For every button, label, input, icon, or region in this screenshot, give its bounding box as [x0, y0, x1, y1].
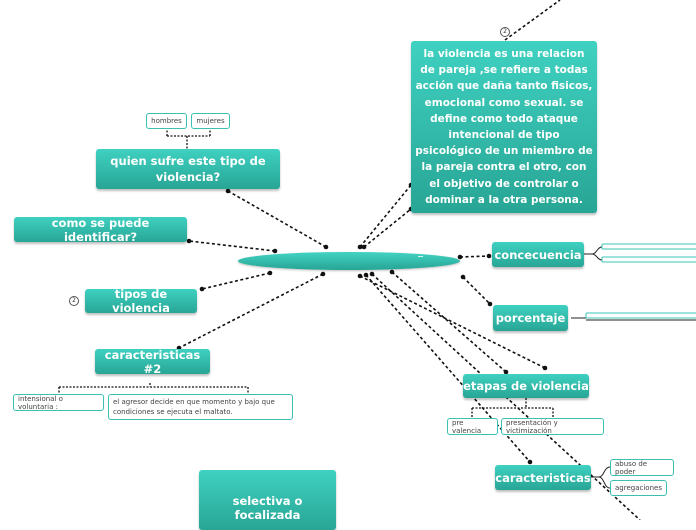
leaf-hombres[interactable]: hombres — [146, 113, 187, 129]
who-suffers-node[interactable]: quien sufre este tipo de violencia? — [96, 149, 280, 189]
leaf-agregaciones[interactable]: agregaciones — [610, 480, 667, 496]
who-suffers-label: quien sufre este tipo de violencia? — [110, 154, 266, 184]
consequence-label: concecuencia — [494, 247, 582, 262]
leaf-presentacion[interactable]: presentación y victimización — [501, 418, 604, 435]
consequence-node[interactable]: concecuencia — [492, 242, 584, 267]
leaf-intencional[interactable]: intensional o voluntaria : — [13, 394, 104, 411]
characteristics-2-label: caracteristicas #2 — [104, 347, 201, 376]
identify-node[interactable]: como se puede identificar? — [14, 215, 187, 244]
types-node[interactable]: tipos de violencia — [85, 287, 197, 315]
central-topic-mark — [418, 256, 423, 257]
percentage-node[interactable]: porcentaje — [493, 305, 568, 331]
characteristics-2-node[interactable]: caracteristicas #2 — [95, 347, 210, 376]
characteristics-label: caracteristicas — [495, 470, 591, 485]
definition-text: la violencia es una relacion de pareja ,… — [415, 47, 593, 206]
definition-node[interactable]: la violencia es una relacion de pareja ,… — [411, 41, 597, 213]
characteristics-node[interactable]: caracteristicas — [495, 465, 591, 490]
definition-badge: 2 — [500, 27, 510, 37]
central-topic[interactable] — [238, 252, 460, 270]
leaf-pre-valencia[interactable]: pre valencia — [447, 418, 498, 435]
stages-node[interactable]: etapas de violencia — [463, 374, 589, 398]
types-badge: 2 — [69, 296, 79, 306]
leaf-mujeres[interactable]: mujeres — [191, 113, 230, 129]
selective-label: selectiva o focalizada — [232, 494, 303, 522]
identify-label: como se puede identificar? — [51, 215, 150, 244]
leaf-abuso-de-poder[interactable]: abuso de poder — [610, 459, 674, 476]
stages-label: etapas de violencia — [463, 379, 589, 393]
percentage-label: porcentaje — [495, 311, 566, 325]
selective-node[interactable]: selectiva o focalizada — [199, 470, 336, 530]
types-label: tipos de violencia — [112, 287, 170, 315]
leaf-agresor[interactable]: el agresor decide en que momento y bajo … — [108, 394, 293, 420]
